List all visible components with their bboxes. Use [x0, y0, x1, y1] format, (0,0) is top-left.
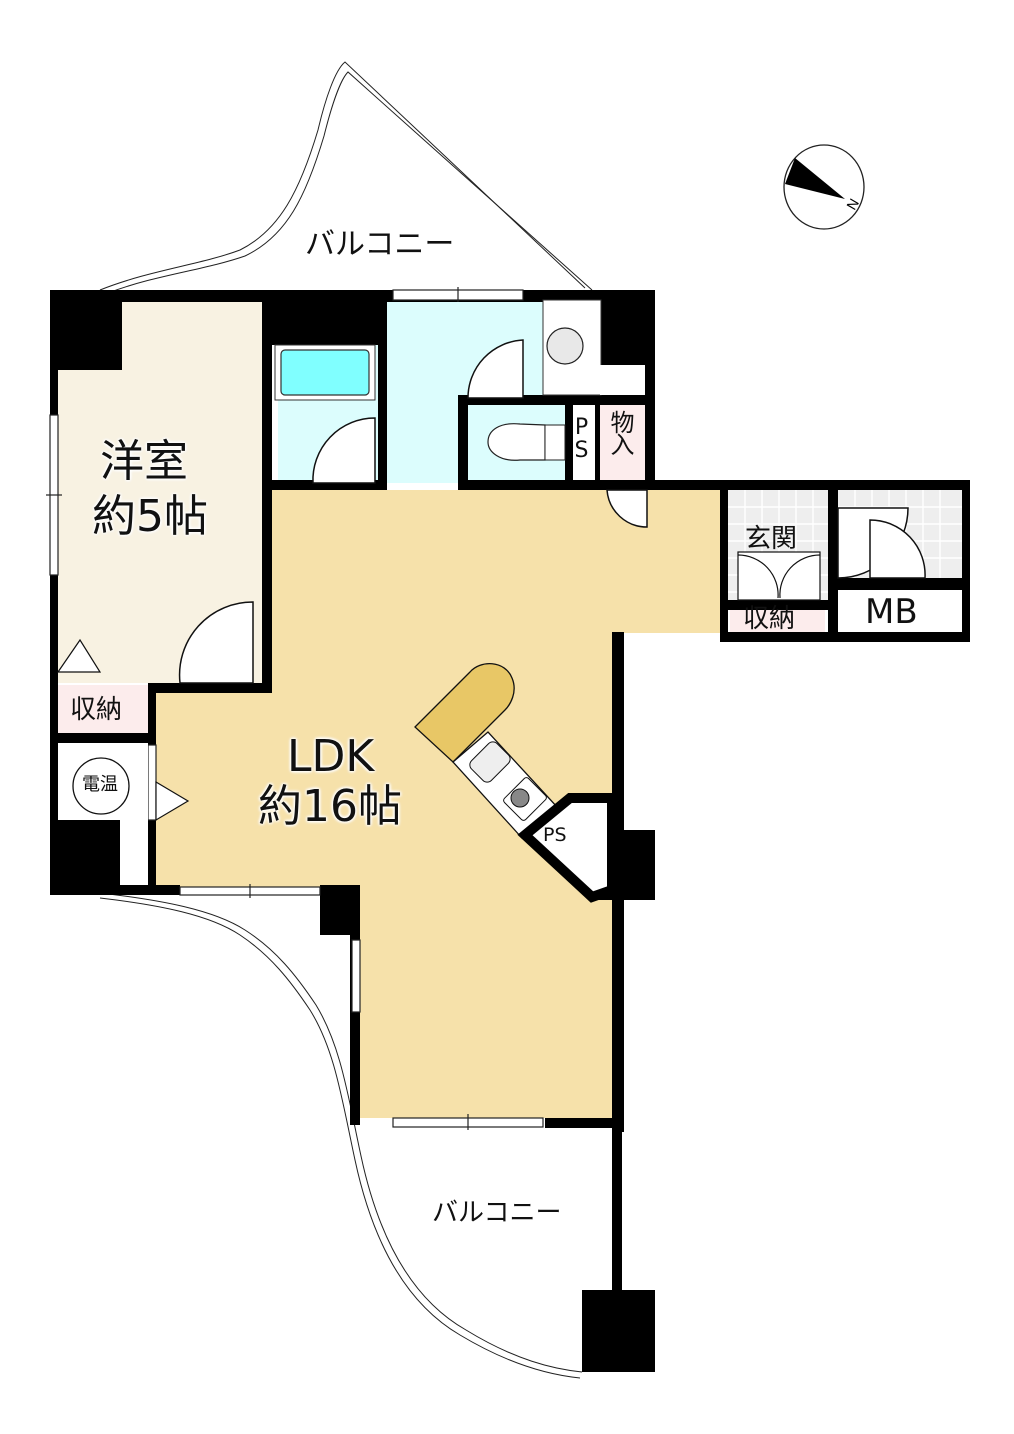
meter-box-label: MB — [865, 592, 918, 632]
water-heater-access-triangle — [155, 780, 190, 822]
closet-label: 物入 — [606, 410, 634, 454]
water-heater-label: 電温 — [82, 774, 118, 795]
storage-western-floor — [58, 685, 148, 733]
entrance-closet-doors — [737, 551, 821, 601]
toilet — [487, 423, 546, 461]
western-room-name: 洋室 — [100, 436, 188, 487]
water-heater-icon — [72, 757, 130, 815]
closet-floor — [600, 405, 645, 480]
sink-icon — [469, 741, 511, 783]
storage-western-label: 収納 — [70, 695, 123, 725]
pipe-space-kitchen-label: PS — [543, 824, 567, 846]
walls — [50, 290, 970, 1372]
western-room-size: 約5帖 — [92, 491, 208, 542]
storage-entrance-label: 収納 — [743, 604, 796, 634]
balcony-bottom-label: バルコニー — [432, 1198, 562, 1228]
pipe-space-toilet-floor — [573, 405, 595, 480]
kitchen-counter — [414, 663, 559, 839]
windows — [46, 287, 544, 1130]
balcony-top-label: バルコニー — [305, 227, 455, 262]
pipe-space-toilet-label: PS — [569, 415, 594, 461]
ldk-name: LDK — [287, 731, 375, 782]
ldk-floor — [155, 490, 720, 1118]
balcony-top-railing — [99, 61, 593, 294]
storage-access-triangle — [56, 638, 102, 673]
compass-north-arrow-icon: N — [783, 144, 865, 230]
washer — [546, 327, 584, 365]
western-room-floor — [58, 300, 262, 683]
balcony-bottom-railing — [99, 892, 583, 1379]
ldk-size: 約16帖 — [258, 781, 402, 832]
pipe-space-kitchen-box — [517, 793, 617, 903]
bathtub — [280, 349, 370, 396]
entrance-label: 玄関 — [745, 524, 798, 554]
doors — [178, 339, 926, 684]
meter-box-floor — [838, 592, 958, 634]
